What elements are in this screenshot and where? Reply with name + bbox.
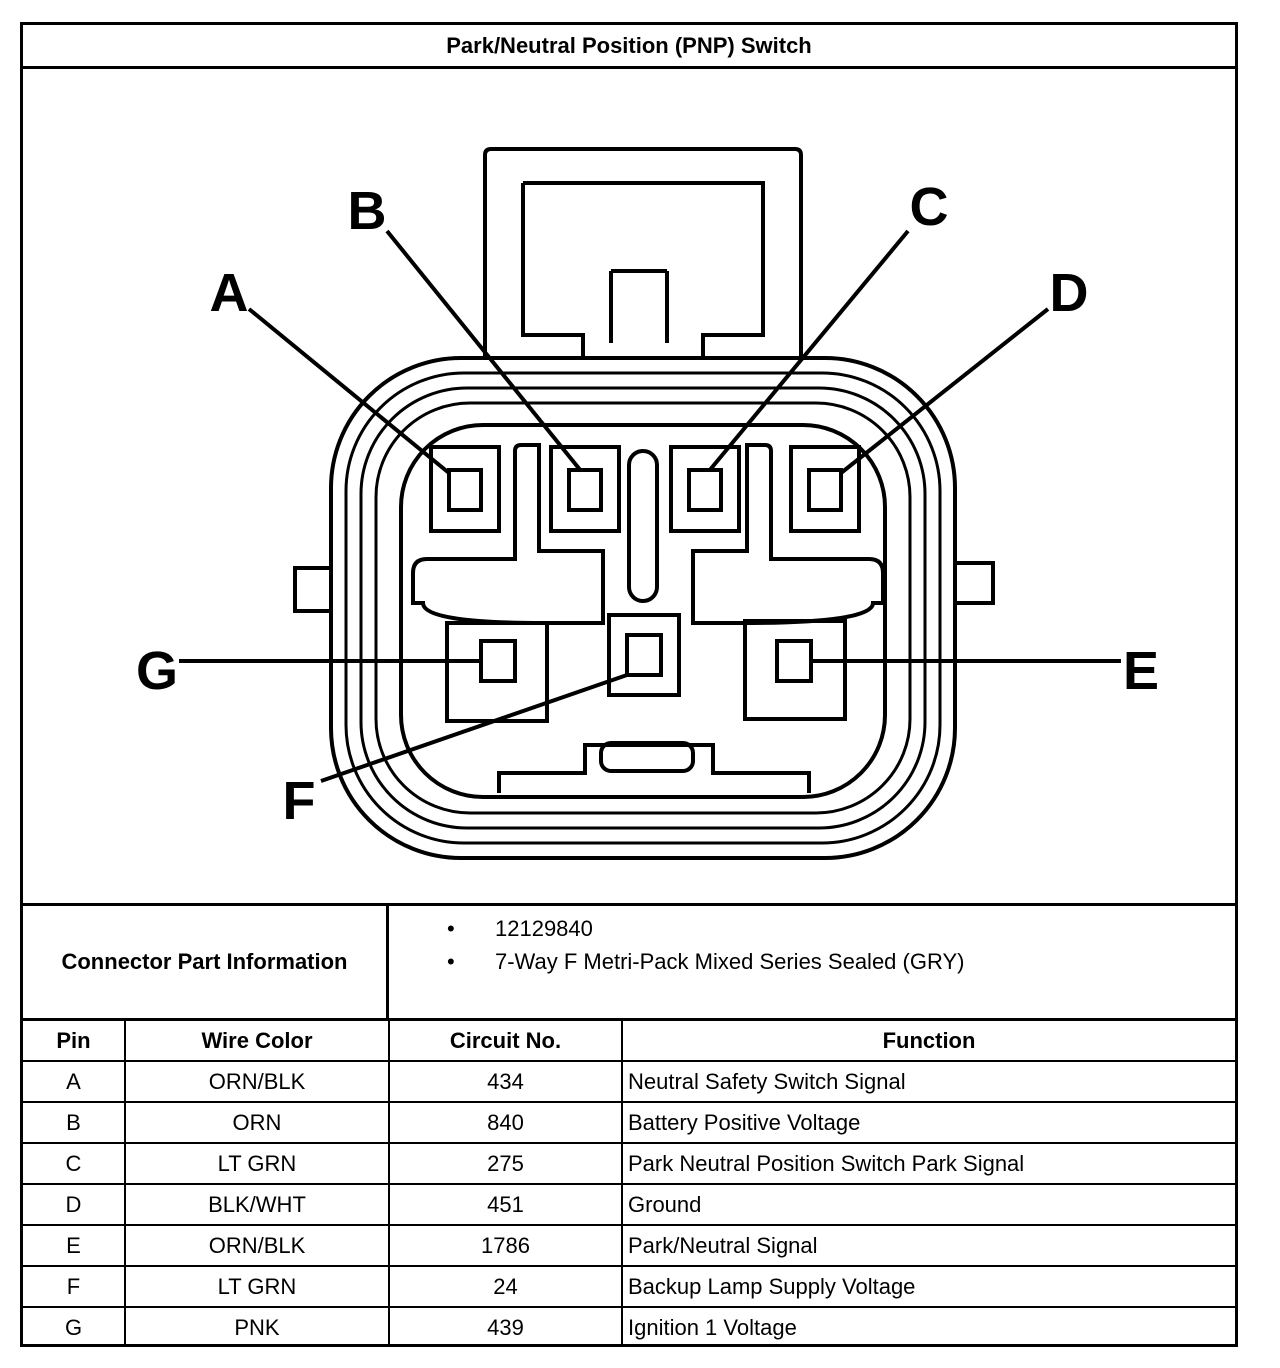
table-row: B ORN 840 Battery Positive Voltage (23, 1101, 1235, 1144)
cell-circuit: 24 (388, 1265, 623, 1308)
cell-wire-color: ORN/BLK (124, 1224, 390, 1267)
leader-line-b (385, 229, 583, 473)
pin-cavity-a (429, 445, 501, 533)
table-row: G PNK 439 Ignition 1 Voltage (23, 1306, 1235, 1347)
pin-label-c: C (910, 177, 949, 237)
cell-function: Neutral Safety Switch Signal (621, 1060, 1235, 1103)
cell-circuit: 434 (388, 1060, 623, 1103)
pin-cavity-b (549, 445, 621, 533)
cell-pin: B (23, 1101, 126, 1144)
cell-function: Battery Positive Voltage (621, 1101, 1235, 1144)
header-function: Function (621, 1021, 1235, 1062)
connector-info-label: Connector Part Information (23, 906, 389, 1018)
table-row: C LT GRN 275 Park Neutral Position Switc… (23, 1142, 1235, 1185)
cell-circuit: 1786 (388, 1224, 623, 1267)
pin-terminal-g (479, 639, 517, 683)
pin-table: Pin Wire Color Circuit No. Function A OR… (23, 1021, 1235, 1347)
header-pin: Pin (23, 1021, 126, 1062)
pin-cavity-f (607, 613, 681, 697)
cell-function: Ignition 1 Voltage (621, 1306, 1235, 1347)
pin-cavity-e (743, 619, 847, 721)
connector-info-section: Connector Part Information 12129840 7-Wa… (23, 903, 1235, 1021)
part-number: 12129840 (389, 912, 964, 945)
pin-terminal-f (625, 633, 663, 677)
table-row: D BLK/WHT 451 Ground (23, 1183, 1235, 1226)
cell-function: Ground (621, 1183, 1235, 1226)
pin-label-e: E (1123, 641, 1159, 701)
cell-wire-color: PNK (124, 1306, 390, 1347)
pin-label-d: D (1050, 263, 1089, 323)
center-key (627, 449, 659, 603)
leader-line-c (707, 229, 910, 473)
latch-tab (483, 147, 803, 358)
header-wire-color: Wire Color (124, 1021, 390, 1062)
cell-function: Park Neutral Position Switch Park Signal (621, 1142, 1235, 1185)
leader-line-f (320, 673, 628, 783)
connector-info-list: 12129840 7-Way F Metri-Pack Mixed Series… (389, 912, 964, 978)
pin-label-b: B (348, 181, 387, 241)
cell-pin: G (23, 1306, 126, 1347)
pin-table-header: Pin Wire Color Circuit No. Function (23, 1021, 1235, 1062)
pin-cavity-d (789, 445, 861, 533)
cell-circuit: 451 (388, 1183, 623, 1226)
pinout-frame: Park/Neutral Position (PNP) Switch (20, 22, 1238, 1347)
diagram-title: Park/Neutral Position (PNP) Switch (23, 25, 1235, 69)
pin-label-a: A (210, 263, 249, 323)
cell-pin: F (23, 1265, 126, 1308)
cell-wire-color: LT GRN (124, 1142, 390, 1185)
cell-circuit: 439 (388, 1306, 623, 1347)
connector-description: 7-Way F Metri-Pack Mixed Series Sealed (… (389, 945, 964, 978)
header-circuit-no: Circuit No. (388, 1021, 623, 1062)
pin-terminal-a (447, 468, 483, 512)
pin-terminal-e (775, 639, 813, 683)
cell-wire-color: ORN/BLK (124, 1060, 390, 1103)
cell-pin: C (23, 1142, 126, 1185)
right-ear (955, 561, 995, 605)
table-row: E ORN/BLK 1786 Park/Neutral Signal (23, 1224, 1235, 1267)
table-row: A ORN/BLK 434 Neutral Safety Switch Sign… (23, 1060, 1235, 1103)
pin-terminal-b (567, 468, 603, 512)
pin-cavity-c (669, 445, 741, 533)
cell-function: Backup Lamp Supply Voltage (621, 1265, 1235, 1308)
pin-terminal-d (807, 468, 843, 512)
leader-line-d (839, 307, 1050, 475)
housing-outline (329, 356, 957, 860)
cell-function: Park/Neutral Signal (621, 1224, 1235, 1267)
pin-label-g: G (136, 641, 178, 701)
cell-wire-color: ORN (124, 1101, 390, 1144)
cell-wire-color: LT GRN (124, 1265, 390, 1308)
pin-terminal-c (687, 468, 723, 512)
cell-pin: E (23, 1224, 126, 1267)
inner-divider (411, 443, 605, 625)
left-ear (293, 566, 331, 613)
cell-circuit: 840 (388, 1101, 623, 1144)
cell-pin: D (23, 1183, 126, 1226)
pin-label-f: F (283, 771, 316, 831)
leader-line-a (247, 307, 451, 475)
cell-pin: A (23, 1060, 126, 1103)
cell-circuit: 275 (388, 1142, 623, 1185)
connector-face-drawing: A B C D E F G (136, 147, 1159, 860)
connector-diagram: A B C D E F G (23, 69, 1235, 903)
cell-wire-color: BLK/WHT (124, 1183, 390, 1226)
table-row: F LT GRN 24 Backup Lamp Supply Voltage (23, 1265, 1235, 1308)
